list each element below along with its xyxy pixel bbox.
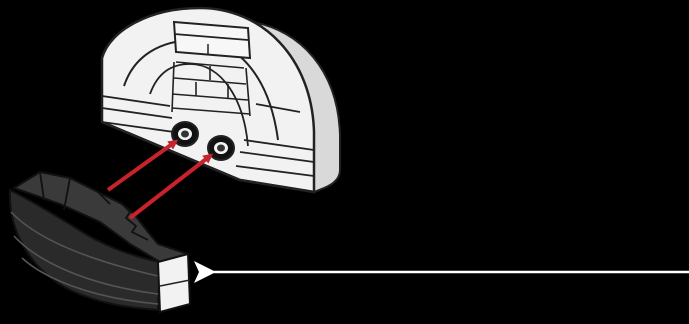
connector-arrow-1 bbox=[108, 142, 175, 190]
socket-1 bbox=[172, 122, 198, 146]
socket-2 bbox=[208, 136, 234, 160]
upper-arch-block bbox=[102, 8, 340, 192]
